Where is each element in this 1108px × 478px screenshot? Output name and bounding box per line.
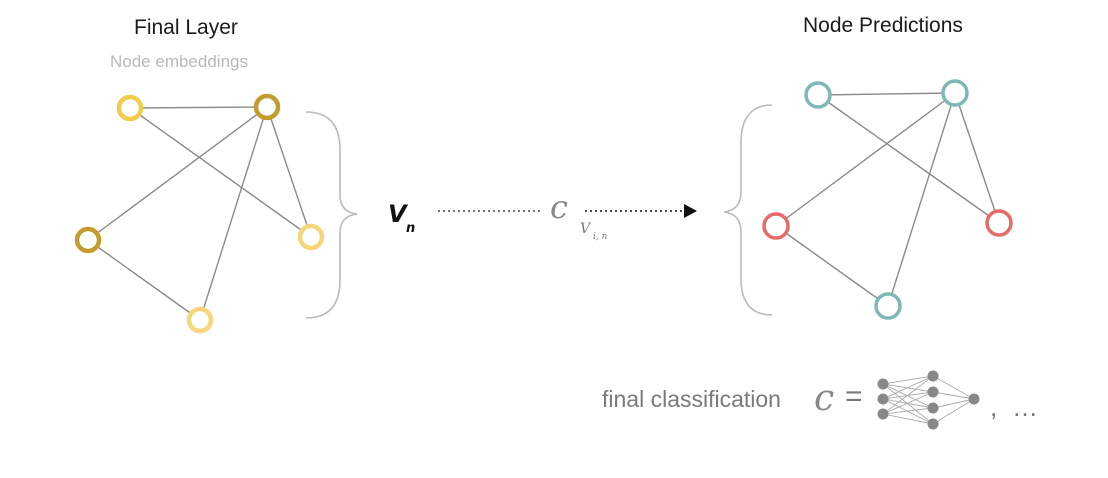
ellipsis: … xyxy=(1012,392,1040,422)
mlp-edge xyxy=(882,383,934,409)
edge xyxy=(87,239,201,321)
edge xyxy=(954,92,1000,224)
opening-brace xyxy=(723,104,773,316)
edge xyxy=(887,92,956,307)
final-layer-title: Final Layer xyxy=(134,16,238,39)
vector-v-symbol: V xyxy=(388,200,407,228)
classifier-arg-v: V xyxy=(580,221,591,237)
mlp-node xyxy=(877,393,889,405)
mlp-node xyxy=(877,378,889,390)
mlp-edge xyxy=(932,398,975,425)
edge xyxy=(775,225,889,307)
final-classifier-c-symbol: c xyxy=(814,378,835,419)
comma: , xyxy=(990,392,998,422)
prediction-node xyxy=(804,81,832,109)
mlp-node xyxy=(927,386,939,398)
edge xyxy=(129,106,268,109)
edge xyxy=(129,107,312,238)
classifier-c-symbol: c xyxy=(550,188,568,226)
prediction-node xyxy=(762,212,790,240)
classifier-arg-subscript: i, n xyxy=(593,232,608,242)
edge xyxy=(266,106,312,238)
mlp-edge xyxy=(882,407,934,415)
vector-n-subscript: n xyxy=(406,221,416,236)
embedding-node xyxy=(74,226,102,254)
edge xyxy=(817,94,1000,224)
mlp-edge xyxy=(882,398,934,425)
edge xyxy=(817,92,956,96)
mlp-edge xyxy=(882,413,934,425)
edge xyxy=(199,106,268,321)
mlp-edge xyxy=(882,375,934,400)
embedding-node xyxy=(186,306,214,334)
mlp-node xyxy=(927,402,939,414)
prediction-node xyxy=(874,292,902,320)
mlp-edge xyxy=(882,375,934,415)
final-classification-label: final classification xyxy=(602,386,781,412)
edge xyxy=(87,106,268,241)
mlp-node xyxy=(927,418,939,430)
mlp-edge xyxy=(882,391,934,415)
node-embeddings-subtitle: Node embeddings xyxy=(110,52,248,71)
mlp-edge xyxy=(882,375,934,385)
mlp-edge xyxy=(882,383,934,425)
mlp-edge xyxy=(932,398,975,409)
mlp-edge xyxy=(882,398,934,409)
embedding-node xyxy=(253,93,281,121)
prediction-node xyxy=(941,79,969,107)
closing-brace xyxy=(305,111,358,319)
embedding-node xyxy=(297,223,325,251)
neural-network-icon xyxy=(877,370,980,430)
mlp-node xyxy=(877,408,889,420)
left-graph-nodes xyxy=(74,93,325,334)
edge xyxy=(775,92,956,227)
right-graph-edges xyxy=(775,92,1000,307)
node-predictions-title: Node Predictions xyxy=(803,14,963,37)
mlp-edge xyxy=(932,391,975,400)
mlp-edge xyxy=(882,383,934,393)
mlp-node xyxy=(968,393,980,405)
equals-sign: = xyxy=(845,380,863,413)
embedding-node xyxy=(116,94,144,122)
left-graph-edges xyxy=(87,106,312,321)
right-graph-nodes xyxy=(762,79,1013,320)
mlp-edge xyxy=(932,375,975,400)
prediction-node xyxy=(985,209,1013,237)
mlp-node xyxy=(927,370,939,382)
arrow-head-icon xyxy=(684,204,697,218)
